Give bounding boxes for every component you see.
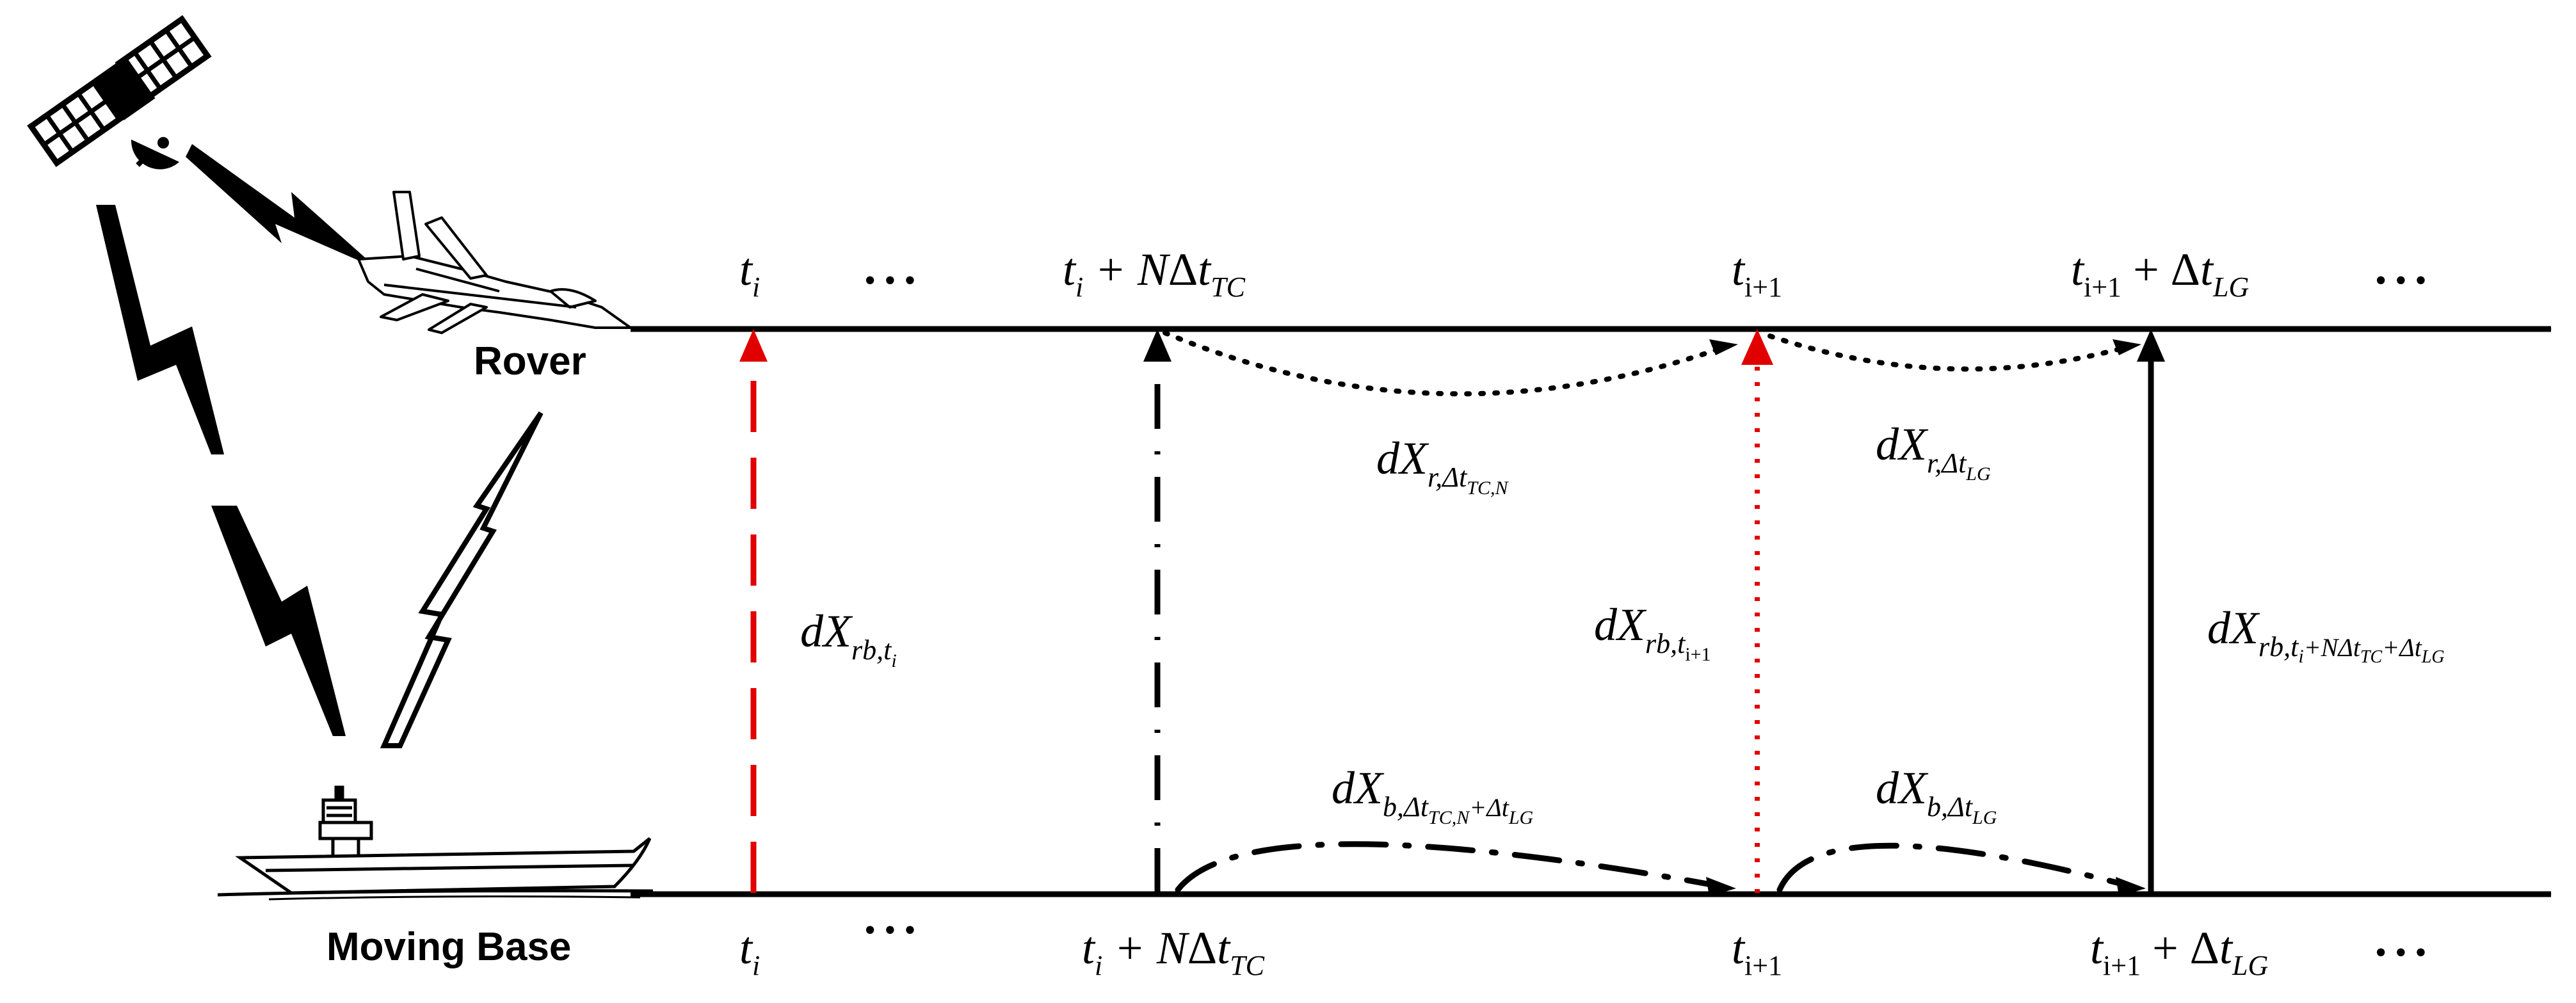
rover-arc-LG	[1767, 333, 2134, 372]
rb-arrow-ti-head	[739, 329, 768, 362]
formula-dX-b-LG: dXb,ΔtLG	[1876, 762, 1997, 828]
signal-bolt-satellite-base-lower-icon	[211, 506, 346, 736]
satellite-icon	[27, 15, 212, 170]
signal-bolt-satellite-base-upper-icon	[96, 205, 224, 454]
rover-arc-LG-head	[2113, 339, 2141, 355]
rover-arc-TCN-head	[1709, 339, 1738, 355]
bottom-label-ti: ti	[739, 922, 760, 981]
ship-moving-base-icon	[217, 785, 654, 901]
formula-dX-rb-ti: dXrb,ti	[800, 606, 897, 671]
base-arc-LG	[1776, 842, 2135, 893]
base-arc-TCN-LG	[1175, 841, 1725, 893]
signal-bolt-base-rover-icon	[380, 411, 543, 748]
bottom-label-ti1LG: ti+1 + ΔtLG	[2090, 922, 2268, 981]
top-label-ti: ti	[739, 244, 760, 303]
rover-label: Rover	[474, 339, 586, 383]
formula-dX-rb-full: dXrb,ti+NΔtTC+ΔtLG	[2207, 602, 2445, 667]
top-ellipsis-2: • • •	[2375, 262, 2427, 299]
signal-bolt-satellite-rover-icon	[186, 144, 378, 269]
bottom-ellipsis-1: • • •	[864, 912, 916, 949]
rb-arrow-ti1-head	[1741, 329, 1773, 365]
bottom-label-ti1: ti+1	[1732, 922, 1782, 981]
jet-rover-icon	[357, 191, 632, 334]
top-ellipsis-1: • • •	[864, 262, 916, 299]
rb-arrow-ti1LG-head	[2137, 329, 2165, 362]
formula-dX-rb-ti1: dXrb,ti+1	[1594, 599, 1711, 665]
top-label-tiN: ti + NΔtTC	[1063, 244, 1246, 303]
rb-arrow-tiN-head	[1143, 329, 1171, 362]
top-label-ti1: ti+1	[1732, 244, 1782, 303]
moving-base-label: Moving Base	[326, 925, 571, 969]
bottom-label-tiN: ti + NΔtTC	[1082, 922, 1265, 981]
base-arc-TCN-LG-head	[1706, 877, 1736, 896]
bottom-ellipsis-2: • • •	[2375, 935, 2427, 971]
base-arc-LG-head	[2116, 877, 2146, 896]
formula-dX-r-TCN: dXr,ΔtTC,N	[1376, 433, 1509, 499]
rover-arc-TCN	[1163, 330, 1731, 397]
formula-dX-b-TCN-LG: dXb,ΔtTC,N+ΔtLG	[1332, 762, 1534, 828]
top-label-ti1LG: ti+1 + ΔtLG	[2071, 244, 2249, 303]
formula-dX-r-LG: dXr,ΔtLG	[1876, 419, 1991, 485]
